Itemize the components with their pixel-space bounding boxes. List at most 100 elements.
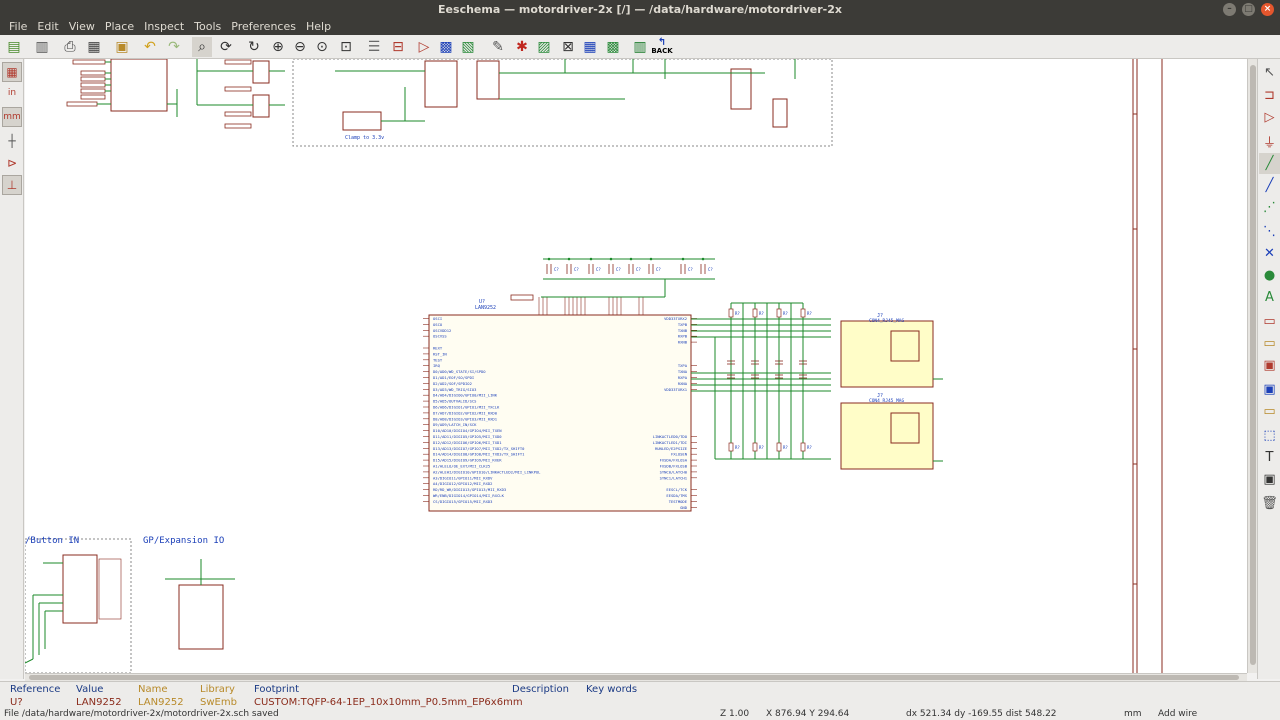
status-delta: dx 521.34 dy -169.55 dist 548.22 xyxy=(906,709,1057,719)
status-zoom: Z 1.00 xyxy=(720,709,750,719)
res-label: R? xyxy=(735,311,740,316)
refresh-icon[interactable]: ⟳ xyxy=(220,39,232,55)
no-connect-icon[interactable]: ✕ xyxy=(1264,246,1275,261)
sheet-pin-icon[interactable]: ▭ xyxy=(1263,404,1276,419)
net-label-icon[interactable]: A xyxy=(1265,290,1274,305)
bug-icon[interactable]: ✱ xyxy=(516,39,528,55)
netlist-icon[interactable]: ⊠ xyxy=(562,39,574,55)
zoom-fit-icon[interactable]: ⊙ xyxy=(316,39,328,55)
global-label-icon[interactable]: ▭ xyxy=(1263,314,1276,329)
right-pin-label: RXNB xyxy=(678,340,688,345)
right-pin-label: SYNC1/LATCH1 xyxy=(660,475,688,480)
right-pin-label: LINKACTLED0/TDO xyxy=(653,434,688,439)
minimize-button[interactable]: – xyxy=(1223,3,1236,16)
menu-file[interactable]: File xyxy=(9,20,28,33)
undo-icon[interactable]: ↶ xyxy=(144,39,156,55)
menu-help[interactable]: Help xyxy=(305,20,332,33)
pcb-layout-icon[interactable]: ▩ xyxy=(606,39,620,55)
redraw-icon[interactable]: ↻ xyxy=(248,39,260,55)
place-power-icon[interactable]: ⏚ xyxy=(1262,136,1276,151)
left-pin-label: OSCVSS xyxy=(433,334,447,339)
find-icon[interactable]: ⌕ xyxy=(192,37,212,57)
junction-dot xyxy=(609,257,613,261)
hidden-pins-icon[interactable]: ⊳ xyxy=(6,156,18,170)
library-browser-icon[interactable]: ▩ xyxy=(439,39,453,55)
paste-icon[interactable]: ▣ xyxy=(115,39,129,55)
main-ic-reference: U? xyxy=(479,299,485,305)
msg-footprint: Footprint CUSTOM:TQFP-64-1EP_10x10mm_P0.… xyxy=(254,684,523,708)
zoom-selection-icon[interactable]: ⊡ xyxy=(340,39,352,55)
import-sheet-pin-icon[interactable]: ▣ xyxy=(1263,382,1276,397)
menu-inspect[interactable]: Inspect xyxy=(144,20,185,33)
right-pin-label: EESDA/TMS xyxy=(666,493,687,498)
rj45-connector-top[interactable] xyxy=(840,320,934,388)
library-editor-icon[interactable]: ▷ xyxy=(418,39,430,55)
bus-entry-icon[interactable]: ⋱ xyxy=(1263,224,1276,239)
maximize-button[interactable]: □ xyxy=(1242,3,1255,16)
assign-footprints-icon[interactable]: ▨ xyxy=(537,39,551,55)
highlight-net-icon[interactable]: ⊐ xyxy=(1264,88,1275,103)
bom-icon[interactable]: ▦ xyxy=(583,39,597,55)
units-mm-button[interactable]: mm xyxy=(2,107,22,127)
new-schematic-icon[interactable]: ▤ xyxy=(7,39,21,55)
message-panel: Reference U? Value LAN9252 Name LAN9252 … xyxy=(0,681,1280,708)
add-bus-icon[interactable]: ╱ xyxy=(1265,178,1274,193)
horizontal-scrollbar[interactable] xyxy=(25,673,1247,681)
schematic-drawing: Clamp to 3.3v U? LAN9252 OSCIOSCOOSCVDD1… xyxy=(24,58,1163,674)
status-bar: File /data/hardware/motordriver-2x/motor… xyxy=(0,708,1280,720)
full-cursor-icon[interactable]: ┼ xyxy=(8,134,16,148)
delete-icon[interactable]: 🗑 xyxy=(1261,496,1278,511)
menu-preferences[interactable]: Preferences xyxy=(231,20,296,33)
wire-bus-entry-icon[interactable]: ⋰ xyxy=(1263,200,1276,215)
open-schematic-icon[interactable]: ▥ xyxy=(35,39,49,55)
left-pin-label: D5/AD5/OUTVALID/SCS xyxy=(433,399,477,404)
place-symbol-icon[interactable]: ▷ xyxy=(1264,110,1275,125)
units-inch-button[interactable]: in xyxy=(7,88,17,98)
menu-tools[interactable]: Tools xyxy=(194,20,222,33)
annotate-icon[interactable]: ▧ xyxy=(461,39,475,55)
vertical-scrollbar[interactable] xyxy=(1247,59,1257,673)
close-button[interactable]: × xyxy=(1261,3,1274,16)
image-icon[interactable]: ▣ xyxy=(1263,472,1276,487)
menu-place[interactable]: Place xyxy=(104,20,135,33)
left-pin-label: D14/AD14/DIGIO8/GPIO8/MII_TXD3/TX_SHIFT1 xyxy=(433,452,525,457)
rj45-connector-bottom[interactable] xyxy=(840,402,934,470)
lines-45-icon[interactable]: ⊥ xyxy=(2,175,22,195)
graphic-line-icon[interactable]: ⬚ xyxy=(1263,428,1276,443)
leave-sheet-icon[interactable]: ⊟ xyxy=(392,39,404,55)
right-pin-label: RUNLED/E2PSIZE xyxy=(655,446,688,451)
footprint-icon[interactable]: ▥ xyxy=(633,39,647,55)
horizontal-scroll-thumb[interactable] xyxy=(29,675,1239,680)
hierarchical-sheet-icon[interactable]: ▣ xyxy=(1263,358,1276,373)
vertical-scroll-thumb[interactable] xyxy=(1250,65,1256,665)
cap-label: C? xyxy=(616,267,621,272)
redo-icon[interactable]: ↷ xyxy=(168,39,180,55)
text-icon[interactable]: T xyxy=(1265,450,1274,465)
lan9252-symbol[interactable]: U? LAN9252 OSCIOSCOOSCVDD12OSCVSSREXTRST… xyxy=(423,297,697,512)
zoom-out-icon[interactable]: ⊖ xyxy=(294,39,306,55)
main-ic-right-pins: VDD33TXRX2TXPBTXNBRXPBRXNBTXPATXNARXPARX… xyxy=(653,316,697,510)
print-icon[interactable]: ▦ xyxy=(87,39,101,55)
junction-dot xyxy=(649,257,653,261)
zoom-in-icon[interactable]: ⊕ xyxy=(272,39,284,55)
erc-icon[interactable]: ✎ xyxy=(492,39,504,55)
select-icon[interactable]: ↖ xyxy=(1264,65,1275,80)
menu-edit[interactable]: Edit xyxy=(37,20,59,33)
window-title: Eeschema — motordriver-2x [/] — /data/ha… xyxy=(438,3,842,16)
menu-view[interactable]: View xyxy=(68,20,95,33)
junction-icon[interactable]: ● xyxy=(1263,268,1276,283)
msg-value: Value LAN9252 xyxy=(76,684,122,708)
window-controls: – □ × xyxy=(1223,3,1274,16)
page-settings-icon[interactable]: ⎙ xyxy=(64,39,76,55)
status-coords: X 876.94 Y 294.64 xyxy=(766,709,850,719)
back-arrow-icon: ↰ xyxy=(657,37,667,48)
left-pin-label: D10/AD10/DIGIO4/GPIO4/MII_TXEN xyxy=(433,428,502,433)
right-pin-label: VDD33TXRX2 xyxy=(664,316,687,321)
grid-toggle-icon[interactable]: ▦ xyxy=(2,62,22,82)
hierarchical-label-icon[interactable]: ▭ xyxy=(1263,336,1276,351)
hierarchy-navigator-icon[interactable]: ☰ xyxy=(367,39,381,55)
right-pin-label: TXPA xyxy=(678,363,688,368)
add-wire-icon[interactable]: ╱ xyxy=(1259,153,1280,174)
back-button[interactable]: ↰ BACK xyxy=(651,37,672,57)
